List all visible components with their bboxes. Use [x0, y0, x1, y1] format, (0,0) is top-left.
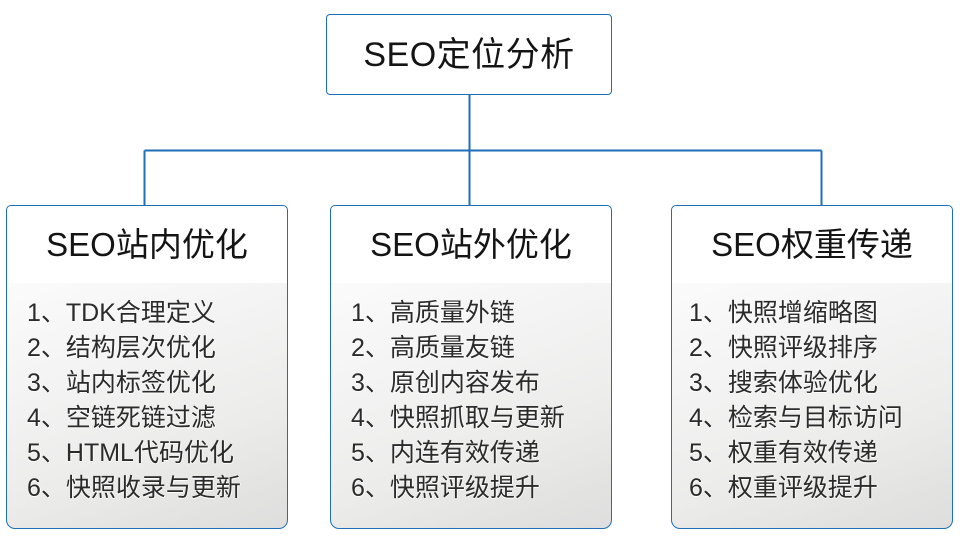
list-item: 3、原创内容发布: [351, 369, 540, 397]
list-item: 1、快照增缩略图: [689, 299, 878, 327]
branch-2-body: 1、高质量外链 2、高质量友链 3、原创内容发布 4、快照抓取与更新 5、内连有…: [330, 283, 612, 529]
branch-column-3[interactable]: SEO权重传递 1、快照增缩略图 2、快照评级排序 3、搜索体验优化 4、检索与…: [671, 205, 953, 529]
branch-1-title: SEO站内优化: [46, 226, 248, 263]
branch-2-title: SEO站外优化: [370, 226, 572, 263]
branch-1-header[interactable]: SEO站内优化: [6, 205, 288, 284]
list-item: 2、高质量友链: [351, 334, 515, 362]
branch-column-1[interactable]: SEO站内优化 1、TDK合理定义 2、结构层次优化 3、站内标签优化 4、空链…: [6, 205, 288, 529]
branch-2-header[interactable]: SEO站外优化: [330, 205, 612, 284]
list-item: 3、搜索体验优化: [689, 369, 878, 397]
branch-3-header[interactable]: SEO权重传递: [671, 205, 953, 284]
list-item: 4、空链死链过滤: [27, 404, 216, 432]
root-node-title: SEO定位分析: [363, 35, 575, 74]
list-item: 1、高质量外链: [351, 299, 515, 327]
branch-1-body: 1、TDK合理定义 2、结构层次优化 3、站内标签优化 4、空链死链过滤 5、H…: [6, 283, 288, 529]
list-item: 5、内连有效传递: [351, 439, 540, 467]
branch-column-2[interactable]: SEO站外优化 1、高质量外链 2、高质量友链 3、原创内容发布 4、快照抓取与…: [330, 205, 612, 529]
list-item: 2、快照评级排序: [689, 334, 878, 362]
branch-3-item-list: 1、快照增缩略图 2、快照评级排序 3、搜索体验优化 4、检索与目标访问 5、权…: [672, 296, 952, 506]
branch-1-item-list: 1、TDK合理定义 2、结构层次优化 3、站内标签优化 4、空链死链过滤 5、H…: [7, 296, 287, 506]
list-item: 6、权重评级提升: [689, 474, 878, 502]
branch-3-body: 1、快照增缩略图 2、快照评级排序 3、搜索体验优化 4、检索与目标访问 5、权…: [671, 283, 953, 529]
list-item: 6、快照收录与更新: [27, 474, 241, 502]
list-item: 1、TDK合理定义: [27, 299, 216, 327]
list-item: 3、站内标签优化: [27, 369, 216, 397]
root-node[interactable]: SEO定位分析: [326, 14, 612, 95]
list-item: 2、结构层次优化: [27, 334, 216, 362]
list-item: 5、权重有效传递: [689, 439, 878, 467]
list-item: 4、检索与目标访问: [689, 404, 903, 432]
branch-3-title: SEO权重传递: [711, 226, 913, 263]
branch-2-item-list: 1、高质量外链 2、高质量友链 3、原创内容发布 4、快照抓取与更新 5、内连有…: [331, 296, 611, 506]
list-item: 4、快照抓取与更新: [351, 404, 565, 432]
list-item: 5、HTML代码优化: [27, 439, 234, 467]
list-item: 6、快照评级提升: [351, 474, 540, 502]
